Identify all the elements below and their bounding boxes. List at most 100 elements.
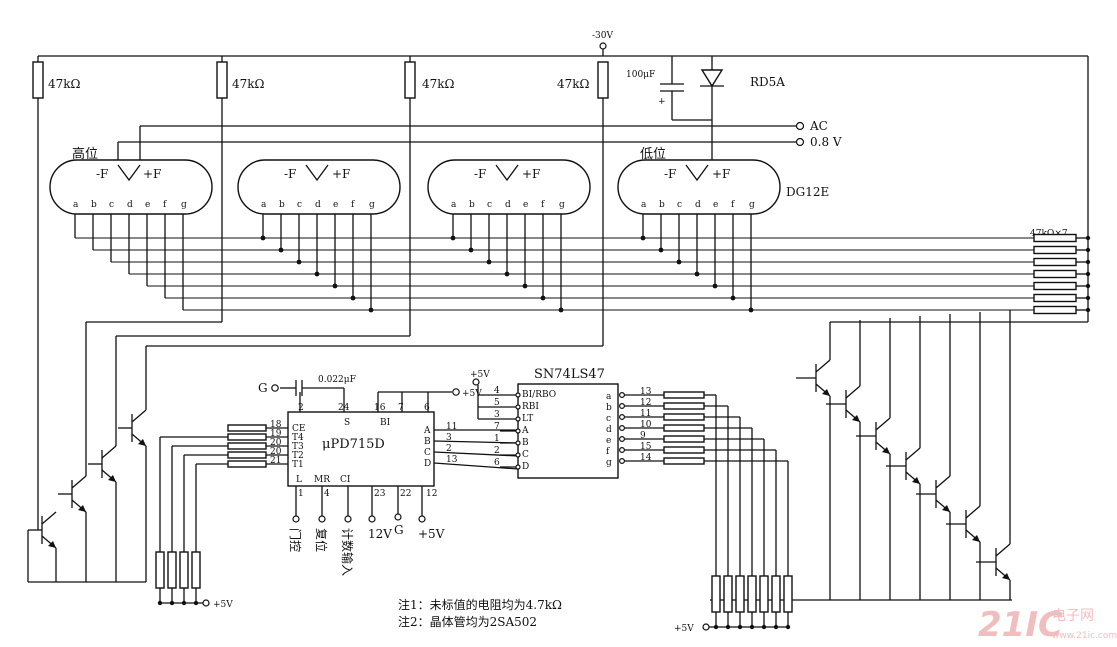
seg-label-f: f <box>351 200 355 210</box>
decoder-output-resistor-a <box>663 391 705 399</box>
zener-diode-label: RD5A <box>750 75 785 89</box>
transistor-arrow <box>882 447 890 454</box>
seg-label-g: g <box>749 200 755 210</box>
tube-envelope <box>49 159 213 215</box>
pin-name: C <box>424 448 431 458</box>
filament-neg-label: -F <box>284 167 296 181</box>
anode-resistor-3-label: 47kΩ <box>422 77 455 91</box>
bus-junction <box>332 283 338 289</box>
seg-label-a: a <box>73 200 79 210</box>
pullup-resistor-b <box>1033 245 1077 255</box>
decoder-input-pin: 5 <box>494 398 500 408</box>
plus5v-label-bottom: +5V <box>418 527 445 541</box>
pin-name: T4 <box>292 433 304 443</box>
seg-label-f: f <box>541 200 545 210</box>
bus-junction <box>368 307 374 313</box>
base-resistor-right-6 <box>771 575 781 613</box>
right-bank-plus5v-label: +5V <box>674 624 694 634</box>
pullup-junction <box>1085 247 1091 253</box>
pin-label-mr: MR <box>314 475 330 485</box>
decoder-input-4: B <box>522 438 529 448</box>
output-bubble <box>618 425 625 432</box>
base-resistor-right-4 <box>747 575 757 613</box>
bus-junction <box>558 307 564 313</box>
decoder-ic-name: SN74LS47 <box>534 367 605 382</box>
pin-bubble <box>515 428 521 434</box>
input-resistor-t1 <box>227 460 267 468</box>
pin-number: 20 <box>270 447 282 457</box>
ac-label: AC <box>809 119 828 133</box>
base-resistors-right: +5V <box>674 575 793 634</box>
seg-label-a: a <box>261 200 267 210</box>
segment-driver-transistors <box>704 310 1088 601</box>
output-bubble <box>618 458 625 465</box>
watermark-mark: 21IC <box>978 605 1063 645</box>
decoder-output-resistor-g <box>663 457 705 465</box>
decoder-input-5: C <box>522 450 529 460</box>
bus-junction <box>468 247 474 253</box>
pin-1: 1 <box>298 489 304 499</box>
seg-label-e: e <box>713 200 718 210</box>
pin-name: A <box>423 426 431 436</box>
pin-23: 23 <box>374 489 386 499</box>
pullup-resistor-a <box>1033 233 1077 243</box>
pullup-junction <box>1085 271 1091 277</box>
pin-16: 16 <box>374 403 386 413</box>
seg-label-f: f <box>731 200 735 210</box>
note-1: 注1：未标值的电阻均为4.7kΩ <box>398 597 562 612</box>
seg-label-f: f <box>163 200 167 210</box>
gate-terminal <box>292 515 300 523</box>
g-terminal-bottom <box>394 513 402 521</box>
pullup-junction <box>1085 235 1091 241</box>
pin-bubble <box>515 392 521 398</box>
decoder-output-pin: 9 <box>640 431 646 441</box>
anode-resistor-2-label: 47kΩ <box>232 77 265 91</box>
pin-name: T3 <box>292 442 304 452</box>
decoder-output-pin: 11 <box>640 409 651 419</box>
note-2: 注2：晶体管均为2SA502 <box>398 614 537 629</box>
supply-rail-minus-30v: -30V <box>38 31 1089 322</box>
g-label-bottom: G <box>394 523 404 537</box>
filament-supply: AC 0.8 V <box>117 119 842 165</box>
anode-resistor-1-label: 47kΩ <box>48 77 81 91</box>
decoder-plus5v-label: +5V <box>470 370 490 380</box>
bus-junction <box>350 295 356 301</box>
decoder-input-6: D <box>522 462 529 472</box>
decoder-output-e: e <box>606 436 611 446</box>
pin-label-bi: BI <box>380 418 391 428</box>
digit-driver-transistors <box>27 321 603 583</box>
output-bubble <box>618 392 625 399</box>
v12-label: 12V <box>368 527 392 541</box>
output-bubble <box>618 403 625 410</box>
base-resistor-right-1 <box>711 575 721 613</box>
decoder-output-f: f <box>606 447 610 457</box>
gnd-label: G <box>258 381 268 395</box>
decoder-output-c: c <box>606 414 611 424</box>
pin-name: T1 <box>292 460 304 470</box>
dc-label: 0.8 V <box>810 135 842 149</box>
pin-bubble <box>515 404 521 410</box>
decoder-output-pin: 13 <box>640 387 652 397</box>
seg-label-e: e <box>145 200 150 210</box>
seg-label-e: e <box>333 200 338 210</box>
counter-ic-body <box>287 411 435 487</box>
decoder-plus5v-terminal <box>472 378 480 386</box>
decoder-input-1: RBI <box>522 402 539 412</box>
v12-terminal <box>368 515 376 523</box>
watermark-logo: 21IC 电子网 www.21ic.com <box>978 605 1117 645</box>
supply-minus-30v-label: -30V <box>592 31 613 41</box>
capacitor-plus-label: + <box>658 97 666 107</box>
pin-4: 4 <box>324 489 330 499</box>
anode-resistors: 47kΩ 47kΩ 47kΩ 47kΩ <box>32 56 609 530</box>
bus-junction <box>694 271 700 277</box>
input-resistor-t4 <box>227 433 267 441</box>
anode-resistor-4 <box>597 61 609 99</box>
bus-junction <box>676 259 682 265</box>
input-resistor-t2 <box>227 451 267 459</box>
decoder-output-pin: 10 <box>640 420 652 430</box>
decoder-input-pin: 6 <box>494 458 500 468</box>
pin-bubble <box>515 452 521 458</box>
pin-2: 2 <box>298 403 304 413</box>
input-reset-label: 复位 <box>314 528 329 552</box>
pin-12: 12 <box>426 489 437 499</box>
